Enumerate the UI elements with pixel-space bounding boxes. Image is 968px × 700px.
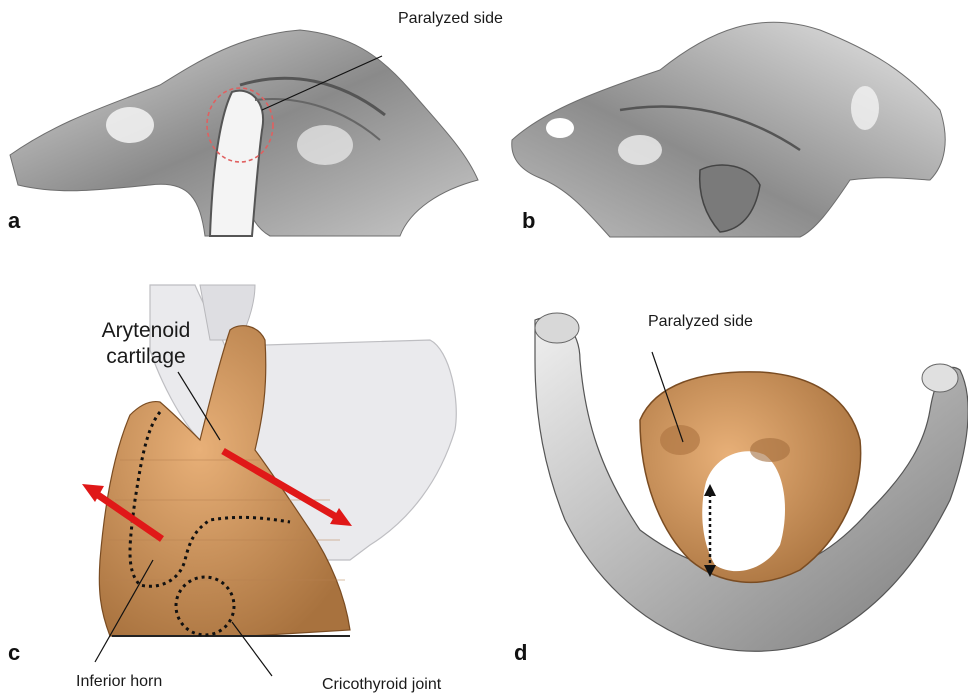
panel-b-image	[512, 22, 945, 237]
panel-letter-c: c	[8, 640, 20, 666]
panel-d-image	[535, 313, 968, 651]
arytenoid-label-line1: Arytenoid	[66, 318, 226, 344]
cricothyroid-joint-label: Cricothyroid joint	[322, 676, 441, 694]
panel-letter-a: a	[8, 208, 20, 234]
callout-paralyzed-side-a: Paralyzed side	[398, 10, 503, 28]
panel-letter-d: d	[514, 640, 527, 666]
panel-a-image	[10, 30, 478, 236]
arytenoid-label-line2: cartilage	[66, 344, 226, 370]
callout-paralyzed-side-d: Paralyzed side	[648, 313, 753, 331]
inferior-horn-label: Inferior horn	[76, 673, 162, 691]
panel-letter-b: b	[522, 208, 535, 234]
arytenoid-cartilage-label: Arytenoid cartilage	[66, 318, 226, 370]
